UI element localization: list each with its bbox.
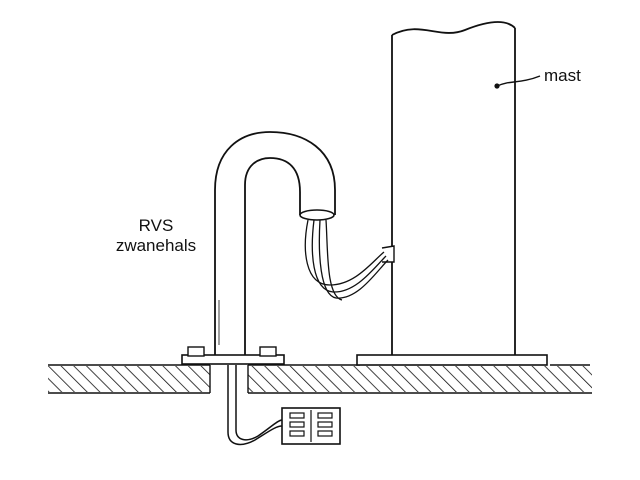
bolt-left — [187, 346, 205, 357]
ground-hatch-left — [48, 366, 210, 392]
gooseneck-base-plate — [181, 346, 285, 365]
mast-label: mast — [544, 66, 581, 85]
mast — [356, 21, 548, 366]
gooseneck-label-line2: zwanehals — [115, 236, 197, 255]
mast-leader-line — [496, 75, 541, 87]
ground-slab — [48, 364, 592, 394]
cable-bundle-upper — [304, 219, 389, 301]
gooseneck-label: RVS zwanehals — [100, 216, 212, 256]
gooseneck — [214, 131, 336, 355]
cable-bundle-lower — [227, 365, 283, 446]
gooseneck-opening — [299, 209, 335, 221]
ground-hatch-right — [248, 366, 592, 392]
bolt-right — [259, 346, 277, 357]
junction-box — [281, 407, 341, 445]
mast-base-plate — [356, 354, 548, 366]
gooseneck-label-line1: RVS — [138, 216, 174, 235]
